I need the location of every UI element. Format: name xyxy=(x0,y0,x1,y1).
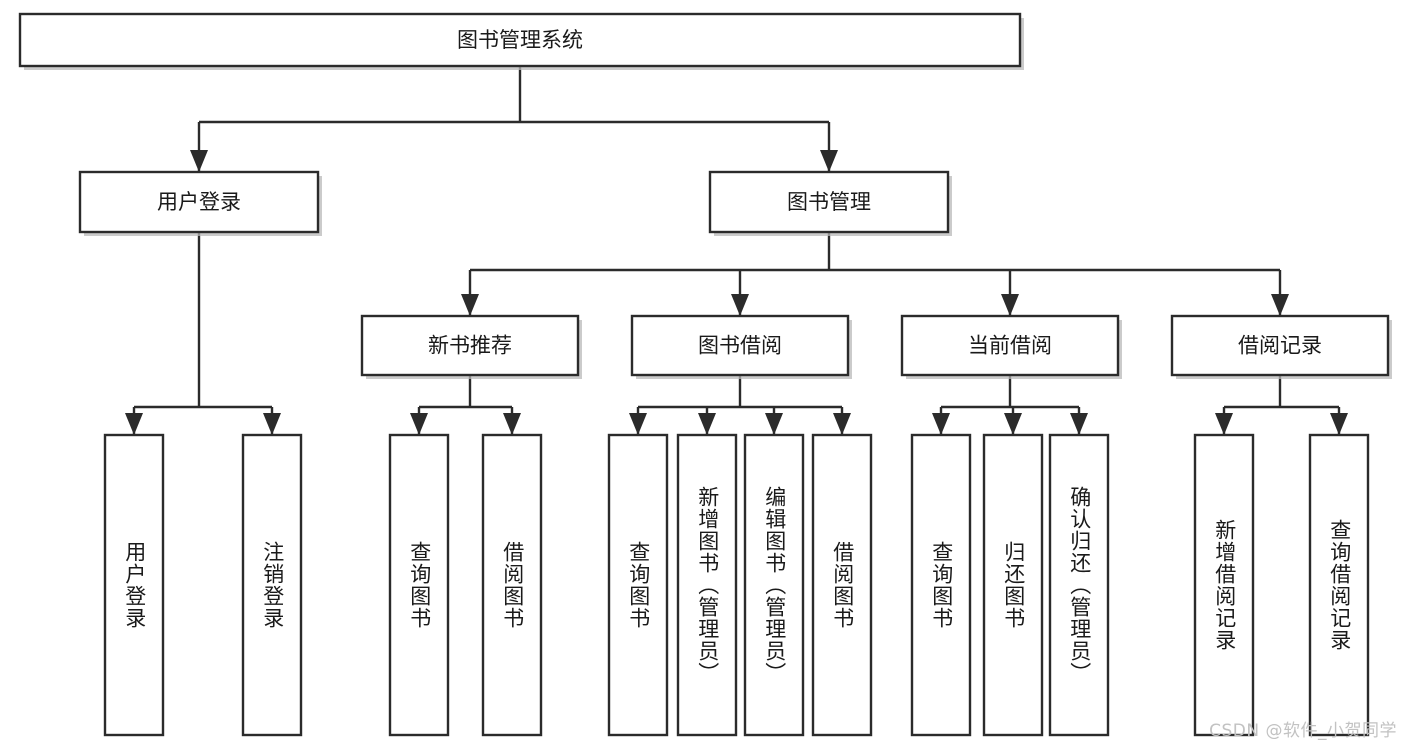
node-level3-label-1: 图书借阅 xyxy=(698,334,782,358)
node-leaf-5[interactable] xyxy=(676,433,738,737)
node-level3-2[interactable] xyxy=(900,314,1120,377)
node-root-label: 图书管理系统 xyxy=(457,28,583,52)
arrow-head-icon xyxy=(503,413,521,435)
node-leaf-7[interactable] xyxy=(811,433,873,737)
node-level3-label-2: 当前借阅 xyxy=(968,334,1052,358)
arrow-head-icon xyxy=(1271,294,1289,316)
node-leaf-1[interactable] xyxy=(241,433,303,737)
node-leaf-12[interactable] xyxy=(1308,433,1370,737)
arrow-head-icon xyxy=(125,413,143,435)
node-leaf-9[interactable] xyxy=(982,433,1044,737)
node-box-layer xyxy=(18,12,1392,737)
node-root[interactable] xyxy=(18,12,1022,68)
arrow-head-icon xyxy=(629,413,647,435)
arrow-head-icon xyxy=(932,413,950,435)
arrow-head-icon xyxy=(833,413,851,435)
node-leaf-0[interactable] xyxy=(103,433,165,737)
node-leaf-6[interactable] xyxy=(743,433,805,737)
node-leaf-8[interactable] xyxy=(910,433,972,737)
arrow-head-icon xyxy=(1215,413,1233,435)
node-level3-label-3: 借阅记录 xyxy=(1238,334,1322,358)
node-leaf-4[interactable] xyxy=(607,433,669,737)
node-leaf-2[interactable] xyxy=(388,433,450,737)
arrow-head-icon xyxy=(263,413,281,435)
node-leaf-10[interactable] xyxy=(1048,433,1110,737)
arrow-head-icon xyxy=(461,294,479,316)
node-level2-label-0: 用户登录 xyxy=(157,190,241,214)
node-level3-3[interactable] xyxy=(1170,314,1390,377)
watermark: CSDN @软件_小贺同学 xyxy=(1209,721,1397,741)
arrow-head-icon xyxy=(698,413,716,435)
arrow-head-icon xyxy=(1070,413,1088,435)
arrow-head-icon xyxy=(765,413,783,435)
node-level2-label-1: 图书管理 xyxy=(787,190,871,214)
arrow-head-icon xyxy=(410,413,428,435)
node-level2-0[interactable] xyxy=(78,170,320,234)
node-level3-1[interactable] xyxy=(630,314,850,377)
arrow-head-icon xyxy=(190,150,208,172)
arrow-head-icon xyxy=(820,150,838,172)
arrow-head-icon xyxy=(1001,294,1019,316)
node-level2-1[interactable] xyxy=(708,170,950,234)
node-leaf-3[interactable] xyxy=(481,433,543,737)
arrow-head-icon xyxy=(1330,413,1348,435)
arrow-head-icon xyxy=(1004,413,1022,435)
node-level3-0[interactable] xyxy=(360,314,580,377)
connector-layer xyxy=(125,66,1348,435)
arrow-head-icon xyxy=(731,294,749,316)
node-leaf-11[interactable] xyxy=(1193,433,1255,737)
node-level3-label-0: 新书推荐 xyxy=(428,334,512,358)
